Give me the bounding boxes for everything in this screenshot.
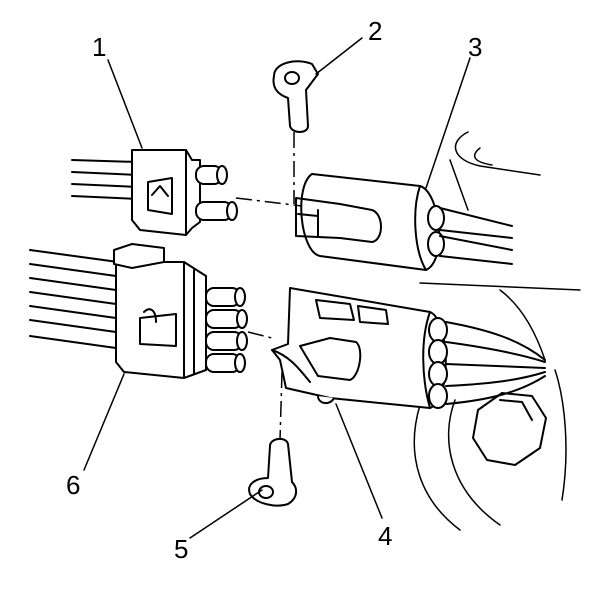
upper-horizontal-centerline [235,197,303,207]
lower-terminal-lock [248,438,298,507]
hex-bolt [472,392,547,466]
upper-left-wires [71,159,139,200]
leader-lines [83,37,471,539]
callout-2: 2 [368,16,382,46]
upper-male-connector [131,149,238,236]
callout-1: 1 [92,32,106,62]
lower-male-connector [113,243,248,379]
upper-female-connector [295,173,513,271]
lower-left-wires [29,249,119,349]
callout-numbers: 1 2 3 4 5 6 [66,16,482,564]
callout-4: 4 [378,521,392,551]
lower-vertical-centerline [279,371,283,441]
upper-terminal-lock [272,60,319,133]
callout-3: 3 [468,32,482,62]
callout-6: 6 [66,470,80,500]
lower-horizontal-centerline [247,331,273,339]
vehicle-structure-lines [413,131,581,531]
lower-female-connector [271,287,546,409]
callout-5: 5 [174,534,188,564]
